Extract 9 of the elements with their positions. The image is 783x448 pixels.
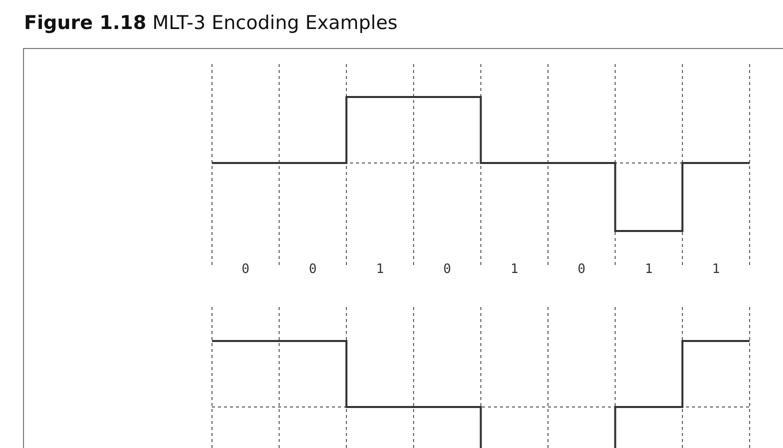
bit-value: 0 — [242, 262, 250, 277]
figure-title: Figure 1.18 MLT-3 Encoding Examples — [24, 12, 398, 34]
bit-value: 0 — [443, 262, 452, 277]
bit-value: 0 — [308, 262, 317, 277]
bit-value: 1 — [510, 262, 518, 277]
bit-value: 0 — [578, 262, 586, 277]
bit-value: 1 — [376, 262, 384, 277]
bit-value: 1 — [644, 262, 653, 277]
bit-value: 1 — [712, 262, 720, 277]
